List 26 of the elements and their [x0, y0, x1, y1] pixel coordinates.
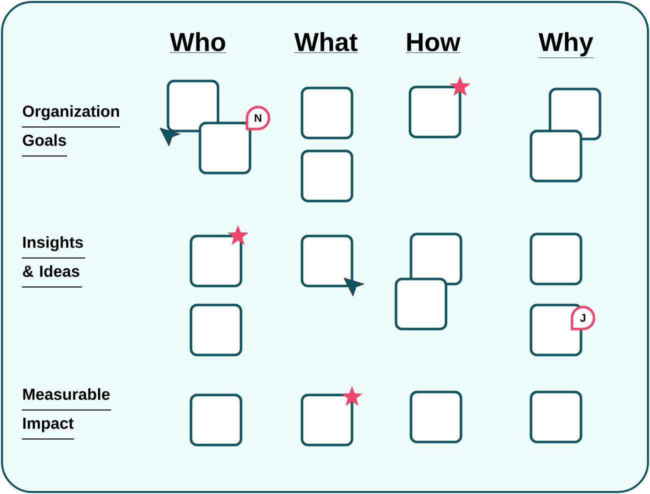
column-heading: How: [405, 33, 461, 53]
sticky-note: [300, 234, 354, 288]
sticky-note: [300, 86, 354, 140]
sticky-note: [300, 394, 354, 446]
sticky-note: [300, 150, 354, 202]
sticky-note: [548, 88, 602, 140]
column-heading: Who: [170, 32, 226, 53]
sticky-note: [190, 394, 242, 446]
sticky-note: [530, 232, 582, 286]
sticky-note: [530, 130, 582, 182]
sticky-note: [190, 304, 242, 356]
sticky-note: [198, 122, 252, 174]
row-heading: Measurable Impact: [23, 388, 110, 432]
sticky-note: [410, 390, 462, 444]
avatar-pin: J: [570, 306, 596, 330]
sticky-note: [530, 390, 582, 444]
sticky-note: [410, 232, 462, 286]
sticky-note: [394, 278, 448, 330]
sticky-note: [166, 80, 220, 132]
row-heading: Insights & Ideas: [22, 236, 83, 277]
column-heading: What: [294, 32, 358, 53]
avatar-pin: N: [246, 106, 270, 130]
column-heading: Why: [538, 32, 594, 58]
sticky-note: [190, 234, 242, 288]
row-heading: Organization Goals: [22, 105, 119, 146]
sticky-note: [408, 86, 462, 138]
